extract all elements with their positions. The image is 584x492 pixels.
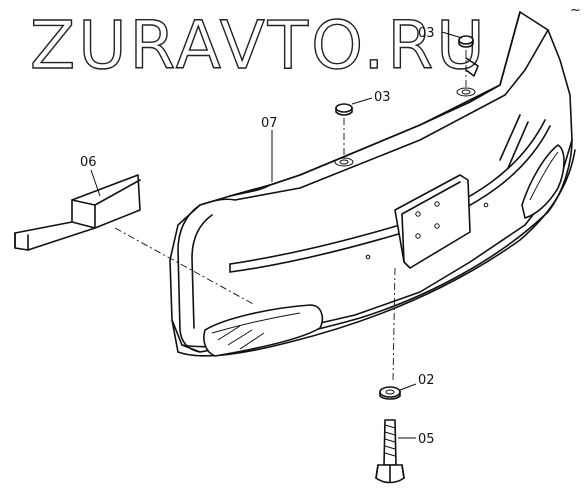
part-label-06: 06: [80, 155, 97, 170]
part-label-03-centre: 03: [374, 90, 391, 105]
part-label-03-right: 03: [418, 26, 435, 41]
bolt-05: [375, 419, 405, 484]
centerline-bolt: [392, 267, 396, 381]
part-label-02: 02: [418, 373, 435, 388]
centerline-guide: [114, 227, 256, 306]
counterweight-body: [169, 11, 576, 357]
leader-03-centre: [351, 97, 373, 105]
cap-03-centre: [335, 103, 353, 116]
leader-03-right: [441, 31, 463, 39]
arrow-indicator: [465, 57, 479, 77]
leader-02: [399, 383, 417, 391]
part-label-05: 05: [418, 432, 435, 447]
leader-06: [90, 169, 101, 197]
washer-02: [379, 386, 401, 400]
corner-mark: ~: [570, 3, 581, 18]
guide-part: [14, 174, 141, 251]
watermark-text: ZURAVTO.RU: [30, 7, 488, 84]
part-label-07: 07: [261, 116, 278, 131]
cap-03-right: [458, 35, 474, 48]
